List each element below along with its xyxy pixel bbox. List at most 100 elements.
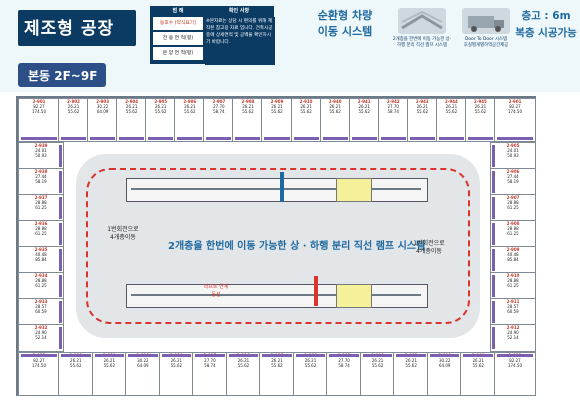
right-rotation-note: 1번회전으로 4개층이동 — [404, 240, 454, 256]
unit-exclusive-area: 28.88 — [507, 278, 519, 283]
loading-door-stripe — [463, 354, 493, 357]
loading-door-stripe — [59, 301, 62, 323]
unit-sale-area: 61.25 — [35, 283, 47, 288]
unit-exclusive-area: 24.01 — [35, 148, 47, 153]
unit-number: 2-943 — [415, 99, 429, 104]
legend-row-unit-number: 동호수 (약식표기) — [153, 17, 203, 30]
unit-exclusive-area: 26.21 — [154, 104, 167, 109]
unit-sale-area: 55.62 — [371, 363, 384, 368]
unit-sale-area: 58.19 — [507, 179, 519, 184]
loading-door-stripe — [497, 137, 533, 140]
feature4-line1: 층고 : 6m — [521, 10, 571, 22]
loading-door-stripe — [329, 354, 359, 357]
loading-door-stripe — [59, 171, 62, 193]
unit-sale-area: 55.62 — [237, 363, 250, 368]
unit-exclusive-area: 27.70 — [387, 104, 399, 109]
unit-number: 2-901 — [508, 99, 522, 104]
unit-number: 2-909 — [506, 247, 520, 252]
unit-sale-area: 61.25 — [507, 205, 519, 210]
upper-core — [126, 178, 428, 202]
loading-door-stripe — [21, 354, 57, 357]
left-rotation-note: 1번회전으로 4개층이동 — [98, 226, 148, 242]
unit-exclusive-area: 27.70 — [213, 104, 225, 109]
loading-door-stripe — [177, 137, 203, 140]
unit-sale-area: 55.62 — [329, 109, 341, 114]
unit-exclusive-area: 26.21 — [170, 358, 183, 363]
unit-exclusive-area: 26.21 — [445, 104, 458, 109]
loading-door-stripe — [195, 354, 225, 357]
loading-door-stripe — [59, 275, 62, 297]
unit-exclusive-area: 28.88 — [35, 226, 47, 231]
feature-circulation-system: 순환형 차량 이동 시스템 — [300, 8, 390, 68]
unit-exclusive-area: 26.21 — [184, 104, 196, 109]
unit-number: 2-909 — [270, 99, 284, 104]
loading-door-stripe — [295, 354, 326, 357]
unit-number: 2-908 — [241, 99, 255, 104]
unit-sale-area: 55.62 — [416, 109, 429, 114]
right-note-line1: 1번회전으로 — [413, 240, 445, 247]
unit-number: 2-912 — [506, 325, 520, 330]
unit-exclusive-area: 24.90 — [35, 330, 47, 335]
unit-sale-area: 55.62 — [304, 363, 317, 368]
floor-tab[interactable] — [18, 63, 106, 87]
feature2-caption: 2개층을 한번에 이동 가능한 상·하행 분리 직선 램프 시스템 — [392, 37, 452, 48]
unit-sale-area: 58.74 — [213, 109, 225, 114]
legend-row-exclusive-area: 전 용 면 적(평) — [153, 32, 203, 45]
unit-number: 2-936 — [34, 221, 48, 226]
feature-door-to-door: Door To Door 시스템 호실별개별하역공간제공 — [456, 8, 516, 68]
unit-number: 2-907 — [212, 99, 226, 104]
lift-note: 리프트 연계 동선 — [196, 283, 236, 299]
unit-exclusive-area: 82.27 — [509, 358, 521, 363]
unit-number: 2-905 — [506, 143, 520, 148]
unit-exclusive-area: 26.21 — [474, 104, 487, 109]
